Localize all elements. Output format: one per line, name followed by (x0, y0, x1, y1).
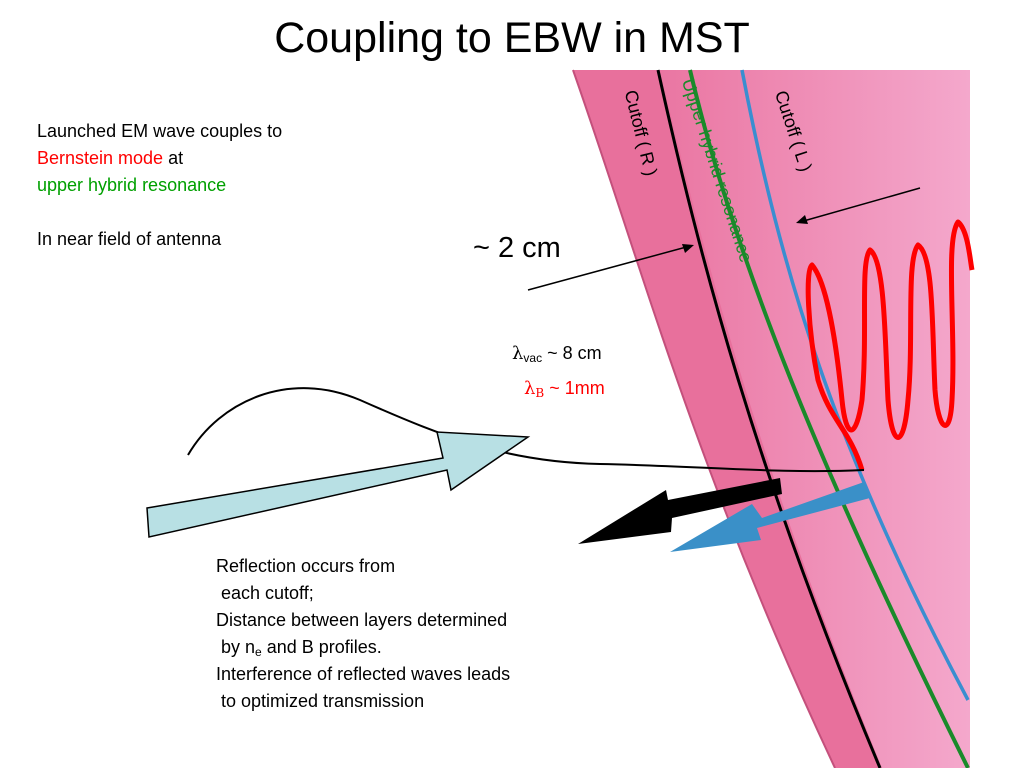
upper-hybrid-resonance-layer (688, 69, 970, 768)
reflection-line-4a: by n (216, 637, 256, 657)
distance-arrow-right (799, 187, 921, 223)
cutoff-r-layer (656, 69, 882, 768)
cutoff-l-layer (740, 69, 970, 701)
lambda-vac-label: λvac ~ 8 cm (512, 343, 602, 365)
vac-value: ~ 8 cm (542, 343, 602, 363)
reflection-line-4b: and B profiles. (261, 637, 382, 657)
slide-title: Coupling to EBW in MST (274, 14, 750, 62)
lambda-symbol: λ (524, 378, 536, 399)
reflection-line-2: each cutoff; (216, 583, 314, 603)
near-field-text: In near field of antenna (37, 229, 222, 249)
reflection-line-4: by ne and B profiles. (216, 634, 510, 661)
distance-arrowhead-left (682, 244, 694, 253)
reflection-text: Reflection occurs from each cutoff; Dist… (216, 553, 510, 715)
incident-wave-arrow (146, 431, 531, 538)
distance-label: ~ 2 cm (473, 232, 561, 264)
reflection-line-6: to optimized transmission (216, 691, 425, 711)
reflected-wave-arrow-black (578, 478, 782, 544)
reflection-line-3: Distance between layers determined (216, 610, 508, 630)
reflection-line-1: Reflection occurs from (216, 556, 396, 576)
blank-line (37, 199, 282, 226)
lambda-b-label: λB ~ 1mm (524, 378, 605, 400)
b-value: ~ 1mm (544, 378, 605, 398)
reflection-line-5: Interference of reflected waves leads (216, 664, 511, 684)
inner-plasma-region (660, 70, 970, 768)
ne-subscript: e (255, 645, 262, 659)
lambda-symbol: λ (512, 343, 524, 364)
intro-line-1: Launched EM wave couples to (37, 121, 283, 141)
plasma-edge (572, 69, 836, 768)
uhr-text: upper hybrid resonance (37, 175, 227, 195)
vac-subscript: vac (523, 351, 543, 365)
intro-text: Launched EM wave couples to Bernstein mo… (37, 118, 282, 253)
bernstein-wave (805, 219, 975, 471)
bernstein-mode-text: Bernstein mode (37, 148, 164, 168)
b-subscript: B (535, 386, 545, 400)
reflected-wave-arrow-blue (670, 482, 870, 552)
distance-arrow-left (527, 245, 691, 291)
distance-arrowhead-right (796, 215, 808, 224)
at-text: at (163, 148, 184, 168)
intro-line-2: Bernstein mode at (37, 145, 282, 172)
